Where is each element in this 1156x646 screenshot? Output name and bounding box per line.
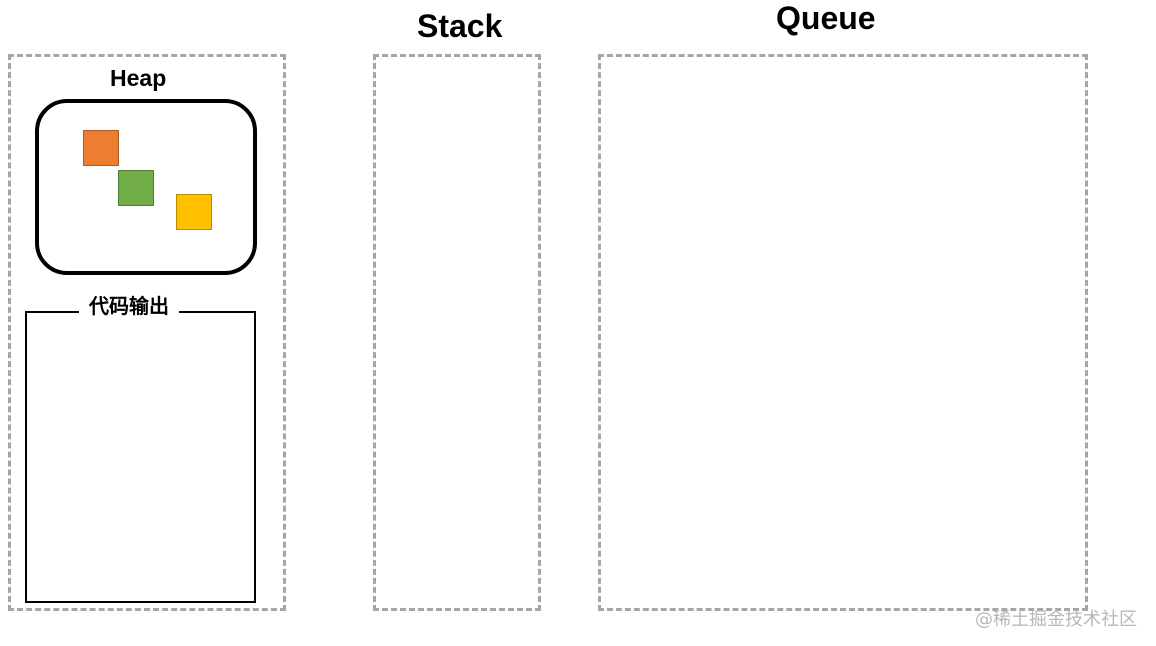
code-output-box — [25, 311, 256, 603]
heap-title: Heap — [110, 65, 167, 91]
queue-title: Queue — [776, 0, 876, 36]
queue-frame — [598, 54, 1088, 611]
heap-object-yellow — [176, 194, 212, 230]
watermark: @稀土掘金技术社区 — [975, 609, 1137, 630]
heap-box — [35, 99, 257, 275]
stack-frame — [373, 54, 541, 611]
code-output-title: 代码输出 — [79, 292, 179, 320]
stack-title: Stack — [417, 8, 503, 44]
left-panel-frame — [8, 54, 286, 611]
heap-object-orange — [83, 130, 119, 166]
heap-object-green — [118, 170, 154, 206]
